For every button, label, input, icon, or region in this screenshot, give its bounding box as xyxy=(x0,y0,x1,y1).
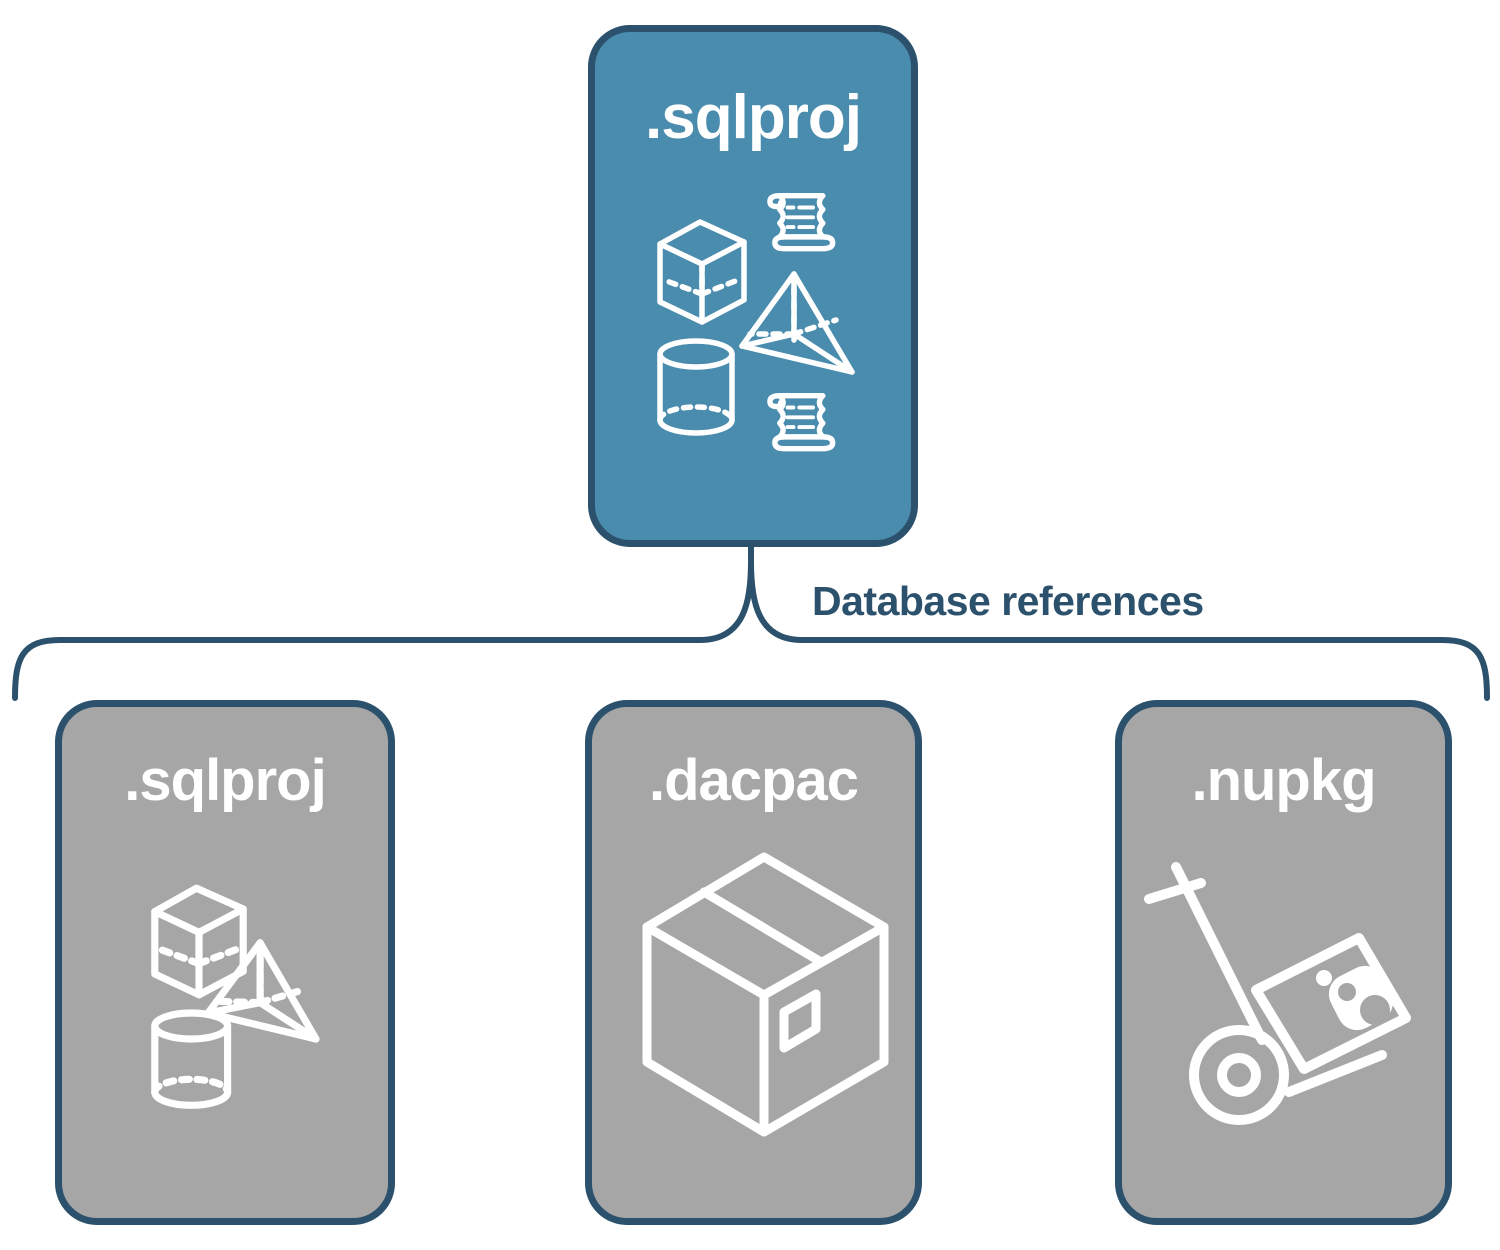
card-title-sqlproj-reference: .sqlproj xyxy=(124,748,326,813)
cylinder-icon xyxy=(151,1009,232,1109)
dolly-wheel-inner xyxy=(1216,1053,1261,1097)
nuget-logo-cutouts xyxy=(1337,983,1390,1025)
card-title-nupkg: .nupkg xyxy=(1191,748,1376,813)
scroll-icon xyxy=(767,393,836,452)
database-objects-illustration xyxy=(657,193,855,452)
connector-label-database-references: Database references xyxy=(812,578,1204,624)
pyramid-icon xyxy=(739,271,855,375)
database-objects-illustration xyxy=(151,884,320,1109)
pyramid-icon xyxy=(204,939,320,1043)
cylinder-icon xyxy=(657,338,735,436)
card-title-sqlproj-primary: .sqlproj xyxy=(645,83,862,152)
scroll-icon xyxy=(767,193,836,252)
icon-group-hand-truck xyxy=(1122,847,1445,1127)
dolly-frame-left xyxy=(1170,862,1267,1045)
dolly-wheel-outer xyxy=(1188,1025,1289,1125)
card-dacpac-reference[interactable]: .dacpac xyxy=(585,700,922,1225)
icon-group-database-objects xyxy=(595,182,911,462)
package-box-icon xyxy=(642,852,888,1137)
card-sqlproj-reference[interactable]: .sqlproj xyxy=(55,700,395,1225)
card-title-dacpac: .dacpac xyxy=(649,748,859,813)
dolly-handle xyxy=(1143,878,1206,904)
brace-left-arm xyxy=(12,559,754,701)
brace-connector xyxy=(12,544,1490,701)
cube-icon xyxy=(657,219,747,325)
card-nupkg-reference[interactable]: .nupkg xyxy=(1115,700,1452,1225)
nuget-package-outline xyxy=(1250,933,1411,1074)
hand-truck-package-icon xyxy=(1143,862,1411,1125)
card-sqlproj-primary[interactable]: .sqlproj xyxy=(588,25,918,547)
dolly-base xyxy=(1283,1050,1387,1097)
icon-group-database-objects-gray xyxy=(62,857,388,1117)
icon-group-package-box xyxy=(592,837,915,1147)
